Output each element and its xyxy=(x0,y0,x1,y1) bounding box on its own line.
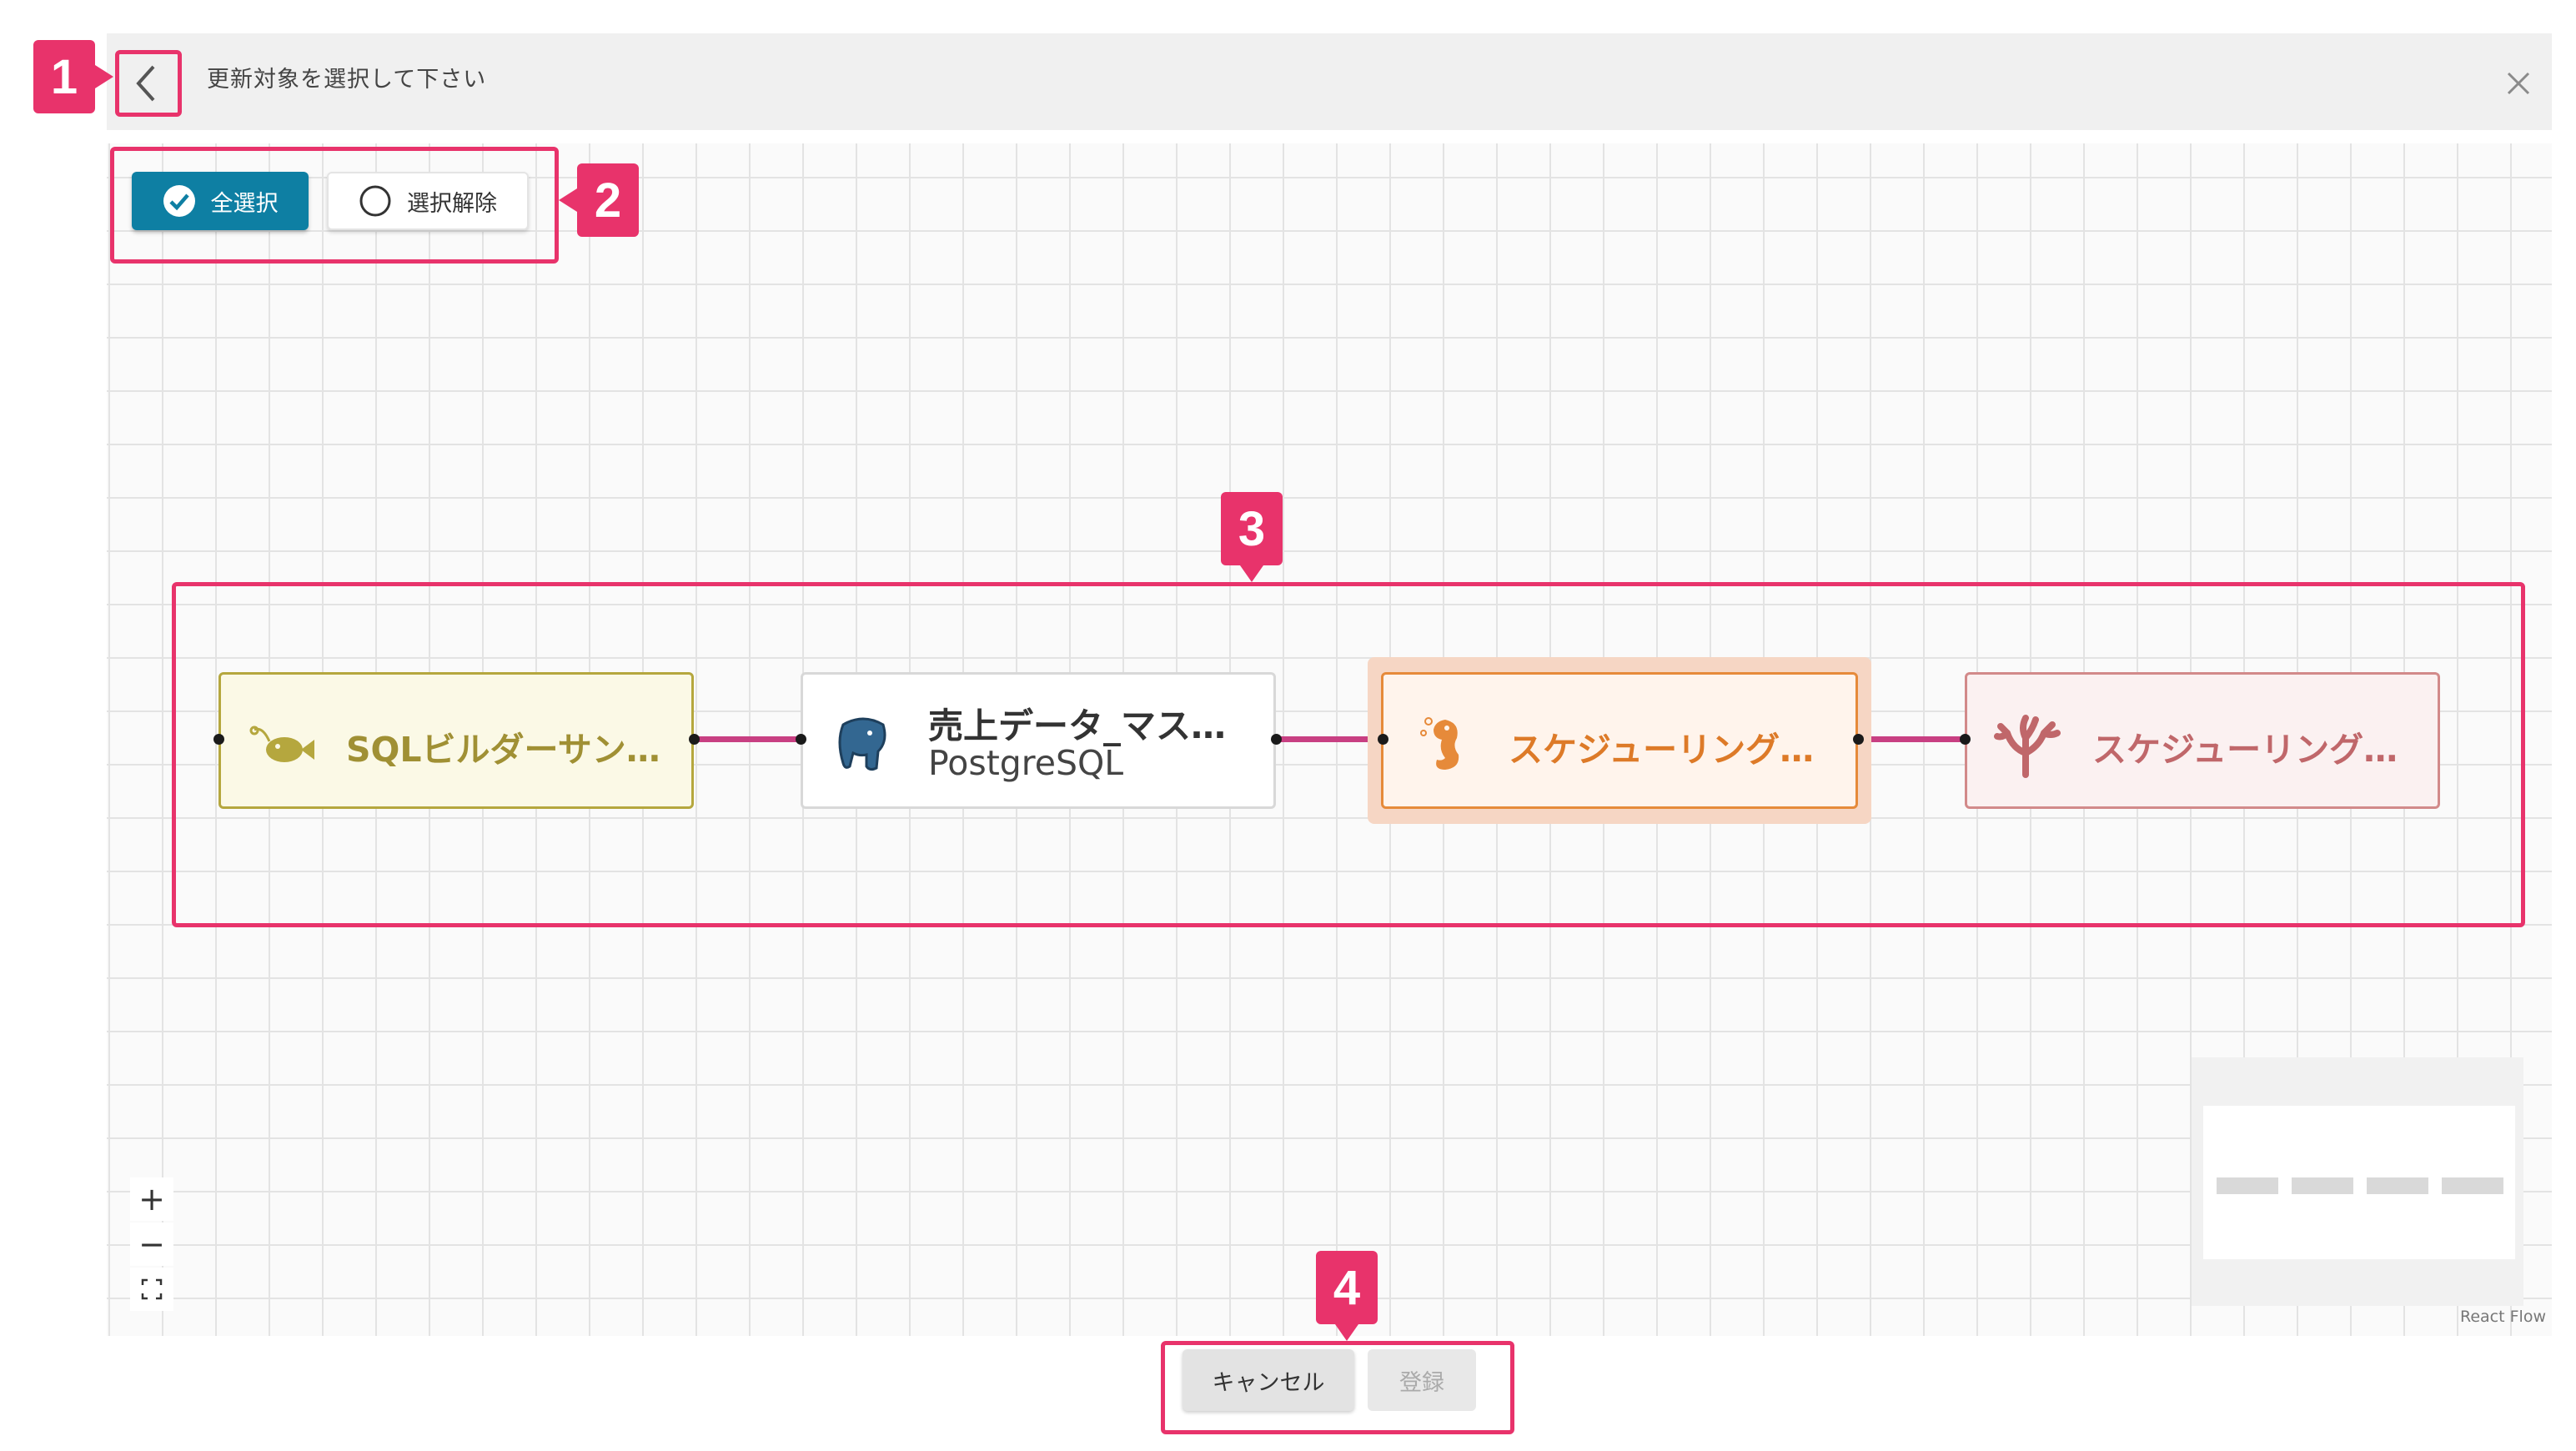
minus-icon: − xyxy=(138,1226,165,1263)
fit-view-icon xyxy=(141,1278,163,1300)
select-all-label: 全選択 xyxy=(210,190,279,217)
annotation-box-3 xyxy=(172,582,2525,927)
postgresql-elephant-icon xyxy=(838,717,886,771)
annotation-badge-4: 4 xyxy=(1316,1251,1378,1341)
node-handle[interactable] xyxy=(1378,734,1388,745)
fit-view-button[interactable] xyxy=(130,1268,173,1311)
empty-circle-icon xyxy=(359,185,391,217)
coral-icon xyxy=(1994,715,2061,778)
node-handle[interactable] xyxy=(689,734,700,745)
annotation-box-4 xyxy=(1161,1341,1514,1434)
minimap-node xyxy=(2292,1177,2353,1194)
node-label: 売上データ_マス… xyxy=(928,705,1227,746)
flow-node-scheduling-1[interactable]: スケジューリング… xyxy=(1381,672,1858,809)
annotation-badge-2: 2 xyxy=(559,163,639,237)
flow-edge xyxy=(695,736,799,742)
node-label: スケジューリング… xyxy=(2092,730,2398,770)
annotation-badge-3: 3 xyxy=(1221,492,1283,582)
node-label: スケジューリング… xyxy=(1509,730,1815,770)
cancel-button[interactable]: キャンセル xyxy=(1183,1349,1354,1411)
flow-edge xyxy=(1860,736,1963,742)
close-button[interactable] xyxy=(2495,60,2542,107)
close-icon xyxy=(2507,72,2530,95)
node-handle[interactable] xyxy=(796,734,806,745)
zoom-out-button[interactable]: − xyxy=(130,1223,173,1266)
plus-icon: + xyxy=(138,1181,165,1218)
back-button[interactable] xyxy=(117,53,177,113)
annotation-box-1 xyxy=(115,50,182,117)
flow-edge xyxy=(1278,736,1379,742)
node-label: SQLビルダーサン… xyxy=(346,730,660,770)
anglerfish-icon xyxy=(249,726,314,762)
minimap-node xyxy=(2367,1177,2428,1194)
node-handle[interactable] xyxy=(213,734,224,745)
seahorse-icon xyxy=(1420,717,1459,770)
chevron-left-icon xyxy=(136,65,155,102)
zoom-in-button[interactable]: + xyxy=(130,1177,173,1221)
flow-node-sql-builder[interactable]: SQLビルダーサン… xyxy=(218,672,694,809)
flow-node-scheduling-2[interactable]: スケジューリング… xyxy=(1965,672,2440,809)
node-handle[interactable] xyxy=(1853,734,1864,745)
minimap-node xyxy=(2217,1177,2278,1194)
check-circle-icon xyxy=(163,185,195,217)
node-sublabel: PostgreSQL xyxy=(928,743,1124,783)
deselect-label: 選択解除 xyxy=(407,190,497,217)
react-flow-attribution[interactable]: React Flow xyxy=(2460,1308,2546,1326)
node-handle[interactable] xyxy=(1271,734,1282,745)
dialog-header xyxy=(107,33,2552,130)
select-all-button[interactable]: 全選択 xyxy=(132,172,309,230)
minimap-node xyxy=(2442,1177,2503,1194)
annotation-badge-1: 1 xyxy=(33,40,113,113)
annotation-box-2 xyxy=(110,147,559,264)
deselect-button[interactable]: 選択解除 xyxy=(327,172,529,230)
dialog-title: 更新対象を選択して下さい xyxy=(207,67,487,93)
node-handle[interactable] xyxy=(1960,734,1971,745)
flow-node-postgres[interactable]: 売上データ_マス… PostgreSQL xyxy=(801,672,1276,809)
register-button[interactable]: 登録 xyxy=(1368,1349,1476,1411)
